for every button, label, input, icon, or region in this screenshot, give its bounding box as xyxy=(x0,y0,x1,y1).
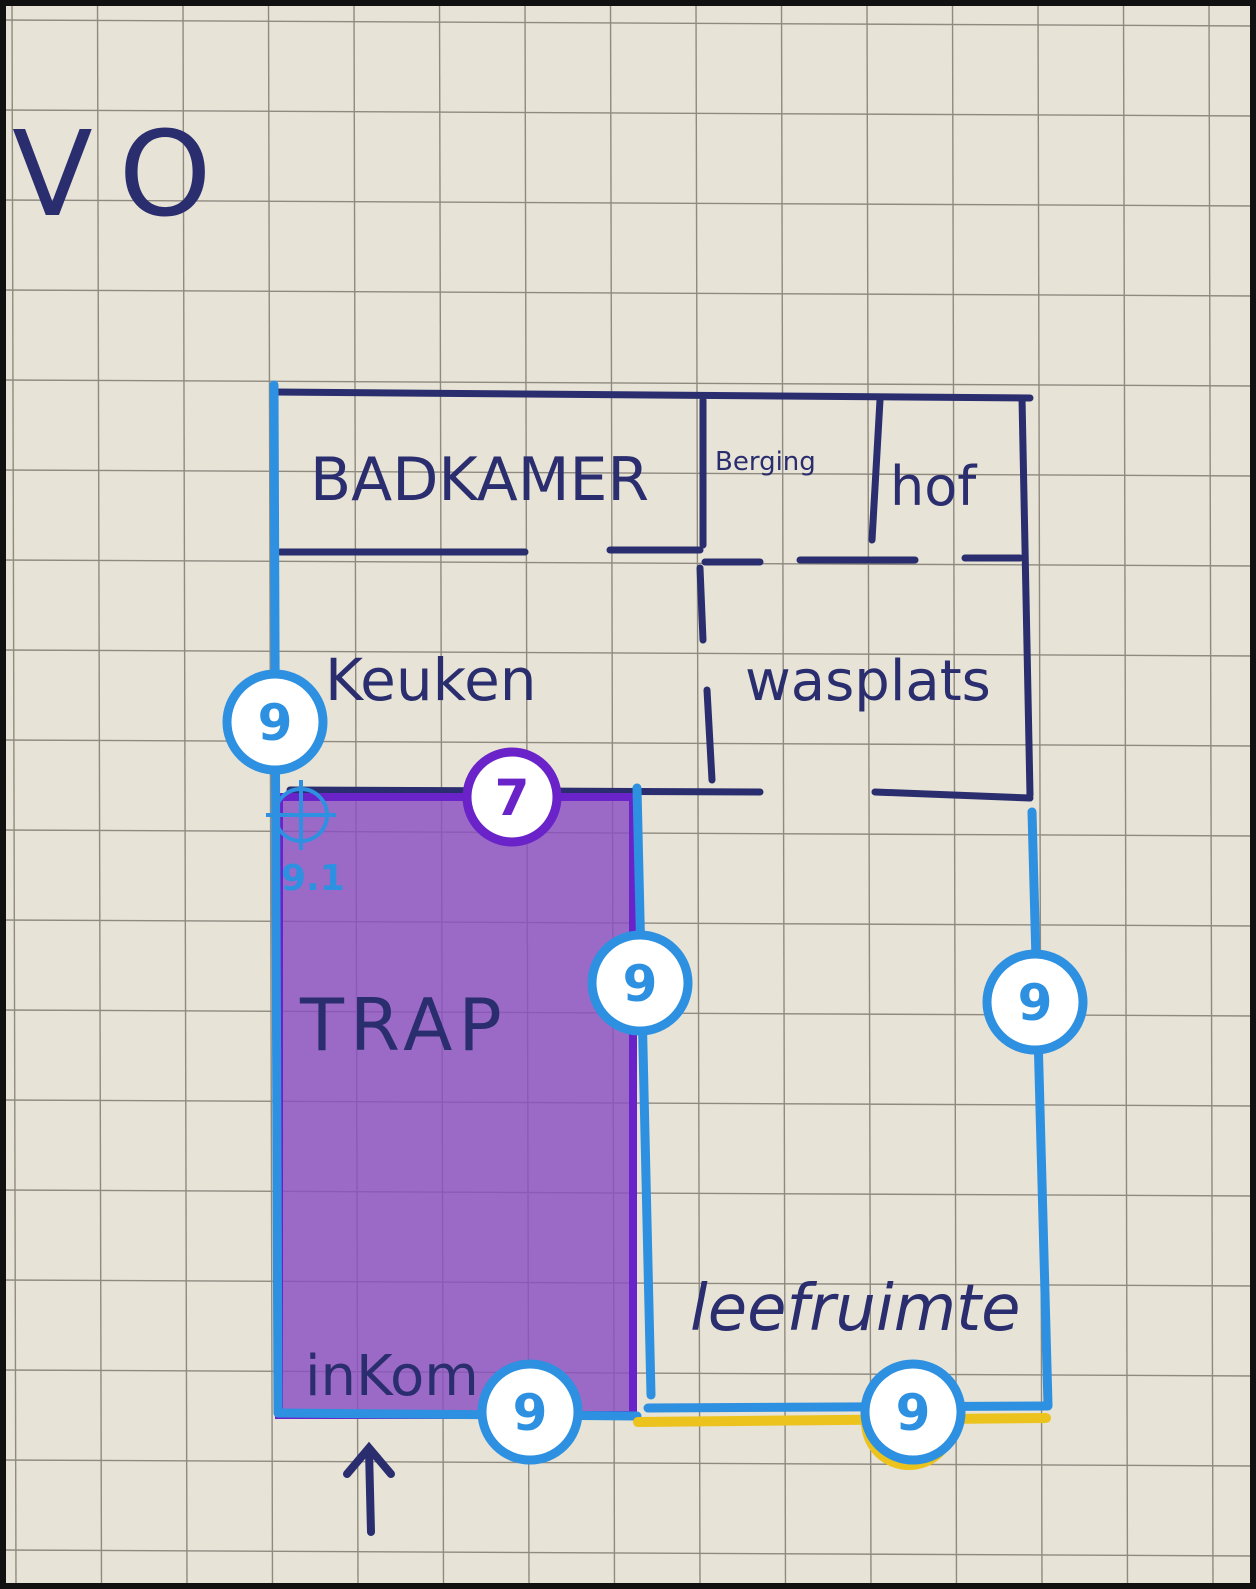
ink-right-wall xyxy=(1018,394,1034,799)
badge-purple-right-value: 9 xyxy=(623,955,658,1013)
wall-bottom-right[interactable] xyxy=(643,1401,1053,1413)
grid-line-horizontal xyxy=(0,109,1256,117)
grid-line-horizontal xyxy=(0,19,1256,27)
grid-line-horizontal xyxy=(0,1549,1256,1557)
grid-line-vertical xyxy=(96,0,103,1589)
ink-top-wall xyxy=(271,388,1034,402)
ink-laundry-bottom-wall xyxy=(871,788,1034,802)
ink-kitchen-divider-top xyxy=(696,564,707,644)
ink-kitchen-divider-bottom xyxy=(703,686,716,784)
badge-purple-top[interactable]: 7 xyxy=(462,747,562,847)
arrow-up-icon xyxy=(343,1441,395,1536)
room-label-leefruimte: leefruimte xyxy=(690,1272,1021,1346)
badge-purple-right[interactable]: 9 xyxy=(587,930,693,1036)
grid-line-horizontal xyxy=(0,649,1256,657)
grid-line-vertical xyxy=(780,0,787,1589)
wall-right[interactable] xyxy=(1027,807,1053,1410)
wall-bottom-left[interactable] xyxy=(273,1408,642,1421)
badge-bottom-right[interactable]: 9 xyxy=(860,1359,966,1470)
grid-line-vertical xyxy=(866,0,872,1589)
grid-line-vertical xyxy=(182,0,188,1589)
badge-bottom-left-value: 9 xyxy=(513,1384,548,1442)
badge-left-upper[interactable]: 9 xyxy=(222,669,328,775)
room-label-inkom: inKom xyxy=(305,1344,479,1409)
page-heading: VO xyxy=(12,105,240,243)
badge-right-wall-value: 9 xyxy=(1018,974,1053,1032)
point-label: 9.1 xyxy=(281,858,345,899)
room-label-keuken: Keuken xyxy=(325,646,537,714)
crosshair-icon[interactable] xyxy=(266,780,336,850)
selected-room-trap[interactable] xyxy=(275,793,637,1419)
grid-line-horizontal xyxy=(0,199,1256,207)
wall-bottom-right-highlight[interactable] xyxy=(633,1413,1051,1427)
grid-line-horizontal xyxy=(0,469,1256,477)
badge-right-wall[interactable]: 9 xyxy=(982,949,1088,1055)
grid-line-horizontal xyxy=(0,1459,1256,1467)
hand-drawn-walls xyxy=(271,388,1034,802)
grid-line-vertical xyxy=(11,0,17,1589)
badge-bottom-right-value: 9 xyxy=(896,1384,931,1442)
ink-hof-divider xyxy=(868,396,884,544)
room-label-berging: Berging xyxy=(715,447,816,477)
grid-line-vertical xyxy=(267,0,274,1589)
wall-middle[interactable] xyxy=(632,783,656,1400)
badge-left-upper-value: 9 xyxy=(258,694,293,752)
grid-line-horizontal xyxy=(0,739,1256,747)
room-label-hof: hof xyxy=(890,455,978,518)
room-label-wasplaats: wasplats xyxy=(745,649,991,714)
badge-bottom-left[interactable]: 9 xyxy=(477,1359,583,1465)
wall-left[interactable] xyxy=(269,380,283,1418)
grid-line-horizontal xyxy=(0,289,1256,297)
badge-purple-top-value: 7 xyxy=(495,769,530,827)
room-label-badkamer: BADKAMER xyxy=(310,445,649,515)
grid-line-vertical xyxy=(1122,0,1129,1589)
grid-line-horizontal xyxy=(0,379,1256,387)
grid-line-horizontal xyxy=(0,559,1256,567)
grid-line-vertical xyxy=(1208,0,1214,1589)
room-label-trap: TRAP xyxy=(299,983,508,1067)
